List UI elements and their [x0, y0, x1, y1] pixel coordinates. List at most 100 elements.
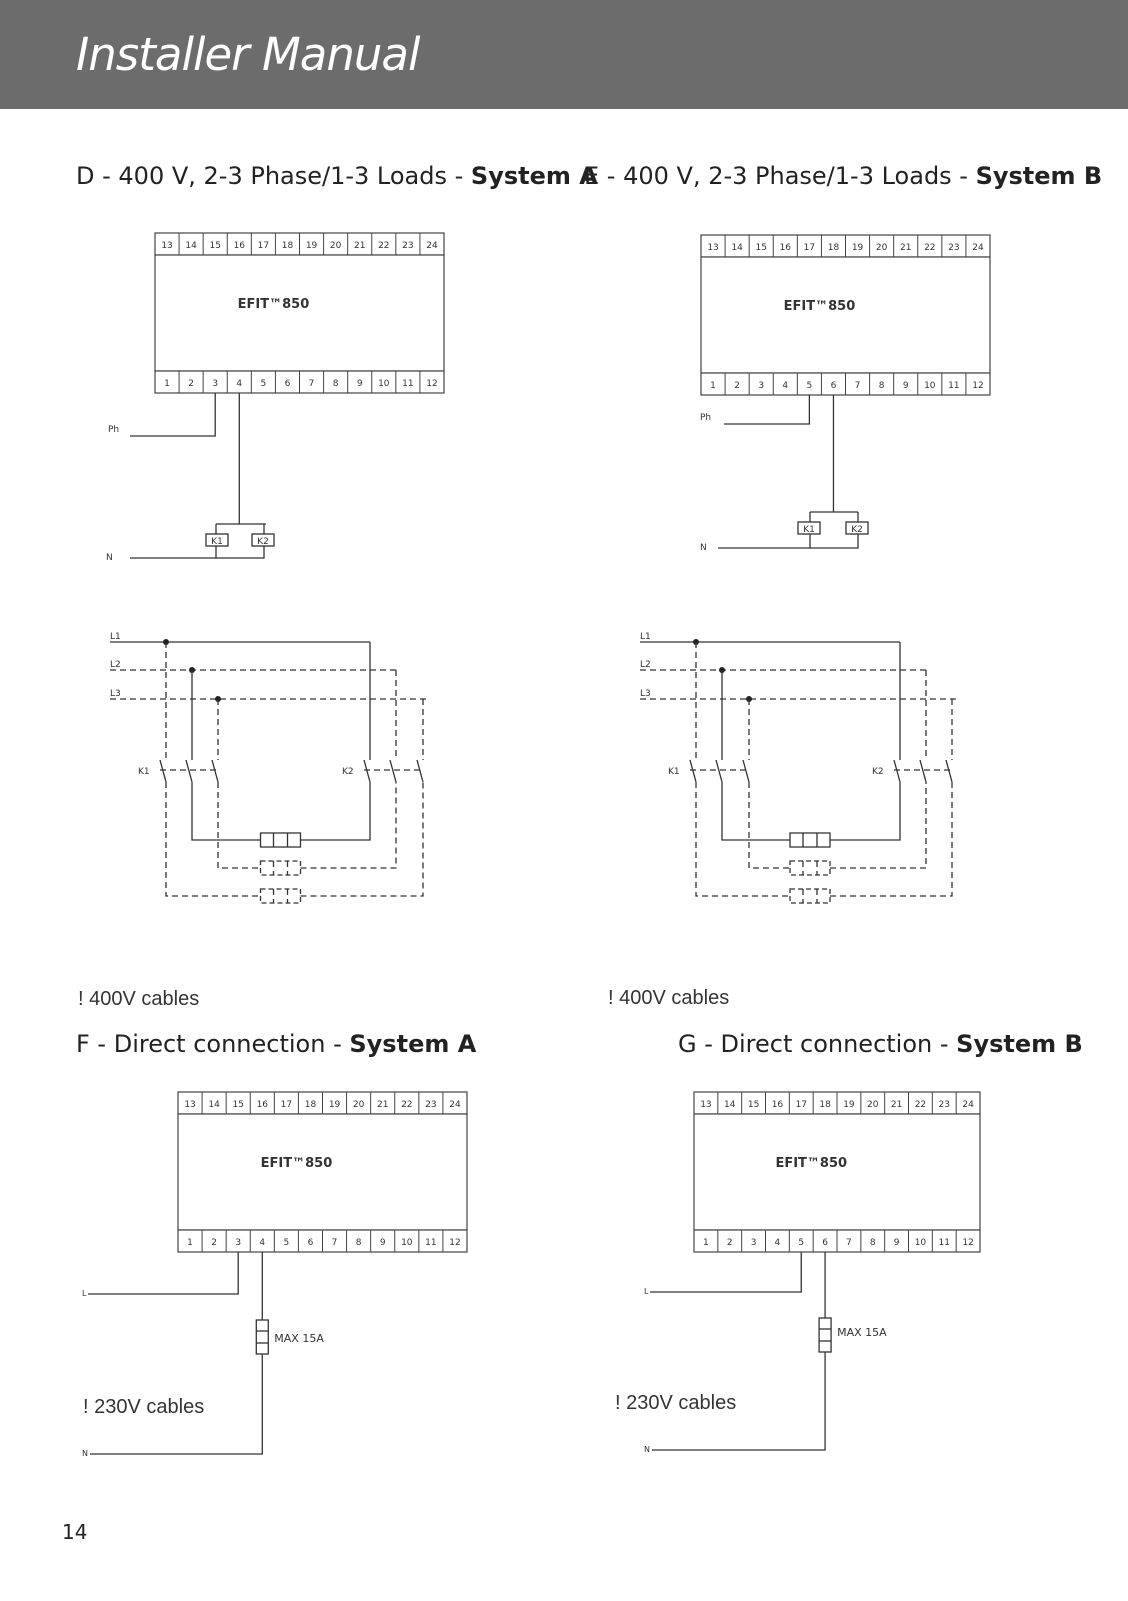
contact-switch — [715, 759, 723, 783]
label-k2: K2 — [872, 767, 884, 777]
coil-k1 — [797, 521, 821, 535]
terminal-label: 6 — [822, 1238, 828, 1248]
contact-switch — [919, 759, 927, 783]
fuse — [255, 1319, 269, 1355]
terminal-label: 14 — [724, 1100, 736, 1110]
terminal-label: 16 — [780, 243, 792, 253]
terminal-label: 21 — [900, 243, 911, 253]
wire-neutral-bus — [215, 546, 265, 559]
terminal-label: 6 — [308, 1238, 314, 1248]
terminal-label: 14 — [731, 243, 743, 253]
terminal-label: 16 — [772, 1100, 784, 1110]
contact-switch — [893, 759, 901, 783]
terminal-label: 23 — [425, 1100, 436, 1110]
wire-load2 — [217, 782, 261, 869]
note-230v-b: ! 230V cables — [615, 1392, 737, 1414]
terminal-label: 12 — [426, 379, 437, 389]
terminal-label: 3 — [751, 1238, 757, 1248]
terminal-label: 21 — [377, 1100, 388, 1110]
section-title-f-system: System A — [349, 1030, 477, 1058]
terminal-label: 13 — [700, 1100, 711, 1110]
wire-load2 — [830, 782, 927, 869]
terminal-label: 20 — [353, 1100, 365, 1110]
wire-load1 — [191, 782, 261, 841]
terminal-label: 20 — [330, 241, 342, 251]
contact-switch — [389, 759, 397, 783]
contact-switch — [159, 759, 167, 783]
terminal-label: 24 — [449, 1100, 461, 1110]
wire-load2 — [748, 782, 790, 869]
section-title-d-text: D - 400 V, 2-3 Phase/1-3 Loads - — [76, 162, 471, 190]
coil-k1-label: K1 — [211, 537, 223, 547]
wire-load2 — [300, 782, 397, 869]
page-title: Installer Manual — [76, 28, 420, 81]
terminal-label: 19 — [329, 1100, 341, 1110]
section-title-f-text: F - Direct connection - — [76, 1030, 350, 1058]
terminal-label: 13 — [707, 243, 718, 253]
wire-l — [650, 1252, 802, 1293]
terminal-label: 22 — [401, 1100, 412, 1110]
terminal-label: 24 — [426, 241, 438, 251]
terminal-label: 1 — [710, 381, 716, 391]
note-400v-a: ! 400V cables — [78, 988, 200, 1010]
section-title-e: E - 400 V, 2-3 Phase/1-3 Loads - System … — [584, 162, 1102, 190]
device-body — [693, 1113, 981, 1231]
section-title-g-system: System B — [956, 1030, 1083, 1058]
terminal-label: 19 — [843, 1100, 855, 1110]
terminal-label: 9 — [380, 1238, 386, 1248]
terminal-label: 2 — [734, 381, 740, 391]
section-title-d-system: System A — [470, 162, 598, 190]
fuse — [818, 1317, 832, 1353]
terminal-label: 1 — [164, 379, 170, 389]
wire-load3 — [300, 782, 424, 897]
terminal-label: 21 — [891, 1100, 902, 1110]
wire-load3 — [695, 782, 790, 897]
section-title-e-text: E - 400 V, 2-3 Phase/1-3 Loads - — [584, 162, 976, 190]
device-label: EFIT™850 — [775, 1156, 847, 1171]
label-ph: Ph — [108, 425, 119, 435]
section-title-d: D - 400 V, 2-3 Phase/1-3 Loads - System … — [76, 162, 598, 190]
wire-n — [90, 1354, 263, 1455]
terminal-label: 3 — [212, 379, 218, 389]
terminal-label: 12 — [972, 381, 983, 391]
coil-k1-label: K1 — [803, 525, 815, 535]
label-k1: K1 — [138, 767, 150, 777]
device-body — [700, 256, 991, 374]
terminal-label: 3 — [758, 381, 764, 391]
terminal-label: 5 — [798, 1238, 804, 1248]
terminal-label: 2 — [188, 379, 194, 389]
contact-switch — [689, 759, 697, 783]
wire-ph — [724, 395, 811, 425]
terminal-label: 7 — [846, 1238, 852, 1248]
terminal-label: 13 — [184, 1100, 195, 1110]
terminal-label: 9 — [894, 1238, 900, 1248]
terminal-label: 16 — [257, 1100, 269, 1110]
terminal-label: 12 — [449, 1238, 460, 1248]
terminal-label: 22 — [924, 243, 935, 253]
terminal-label: 11 — [402, 379, 413, 389]
load-resistor — [789, 832, 831, 848]
fuse-label: MAX 15A — [274, 1332, 324, 1345]
terminal-label: 7 — [309, 379, 315, 389]
wire-n — [652, 1352, 826, 1451]
wire-load3 — [165, 782, 261, 897]
contact-switch — [363, 759, 371, 783]
terminal-label: 5 — [261, 379, 267, 389]
terminal-label: 7 — [855, 381, 861, 391]
terminal-label: 18 — [819, 1100, 831, 1110]
label-l3: L3 — [110, 689, 121, 699]
label-l: L — [82, 1289, 87, 1298]
contact-switch — [742, 759, 750, 783]
terminal-label: 4 — [259, 1238, 265, 1248]
load-resistor — [789, 860, 831, 876]
page-header: Installer Manual — [0, 0, 1128, 109]
label-l1: L1 — [640, 632, 651, 642]
label-l2: L2 — [640, 660, 651, 670]
wires — [88, 393, 958, 1455]
section-title-e-system: System B — [975, 162, 1103, 190]
coil-k2 — [251, 533, 275, 547]
